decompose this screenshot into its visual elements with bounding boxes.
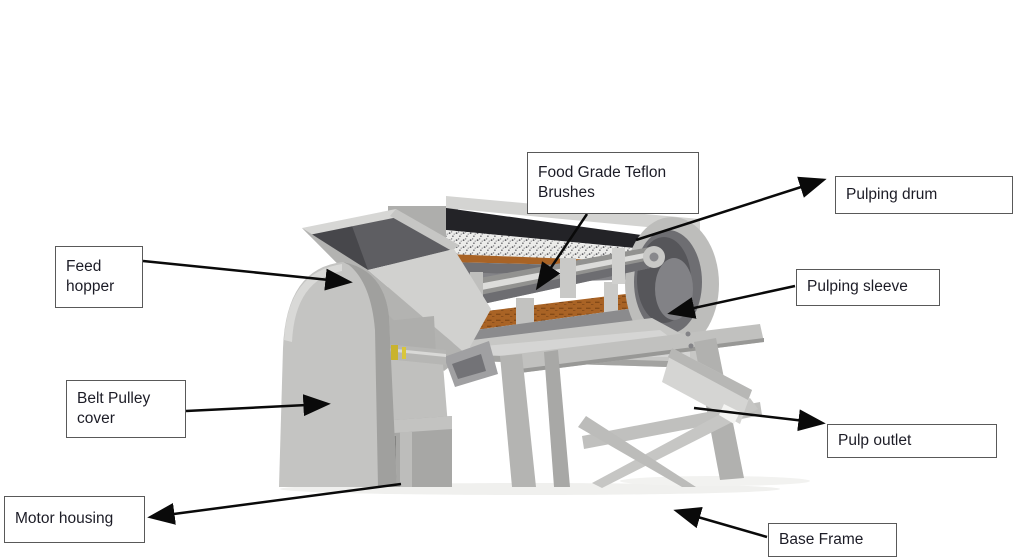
- label-food-grade-teflon-brushes: Food Grade Teflon Brushes: [527, 152, 699, 214]
- label-text: Pulping sleeve: [807, 278, 908, 296]
- arrow-pulping-sleeve: [667, 284, 796, 319]
- belt-pulley-cover-part: [279, 262, 397, 487]
- label-text: Belt Pulley cover: [77, 389, 151, 427]
- arrow-motor-housing: [147, 482, 402, 525]
- label-belt-pulley-cover: Belt Pulley cover: [66, 380, 186, 438]
- label-text: Food Grade Teflon Brushes: [538, 163, 667, 201]
- ground-shadow: [620, 476, 810, 486]
- label-pulping-drum: Pulping drum: [835, 176, 1013, 214]
- label-text: Feed hopper: [66, 257, 115, 295]
- label-text: Pulping drum: [846, 185, 938, 203]
- label-base-frame: Base Frame: [768, 523, 897, 557]
- callout-arrows: [142, 176, 827, 539]
- label-motor-housing: Motor housing: [4, 496, 145, 543]
- arrow-food-grade-teflon-brushes: [535, 213, 589, 291]
- pulping-machine-part: [279, 196, 810, 495]
- arrow-pulping-drum: [635, 176, 827, 242]
- label-pulping-sleeve: Pulping sleeve: [796, 269, 940, 306]
- arrow-belt-pulley-cover: [185, 394, 331, 417]
- arrow-base-frame: [673, 506, 768, 539]
- teflon-brush-row: [446, 291, 650, 334]
- label-feed-hopper: Feed hopper: [55, 246, 143, 308]
- label-text: Motor housing: [15, 510, 114, 528]
- arrow-pulp-outlet: [693, 406, 826, 432]
- arrow-feed-hopper: [142, 259, 353, 291]
- pulp-outlet-part: [662, 348, 752, 424]
- label-text: Base Frame: [779, 530, 864, 548]
- label-pulp-outlet: Pulp outlet: [827, 424, 997, 458]
- label-text: Pulp outlet: [838, 431, 912, 449]
- base-frame-part: [500, 324, 764, 488]
